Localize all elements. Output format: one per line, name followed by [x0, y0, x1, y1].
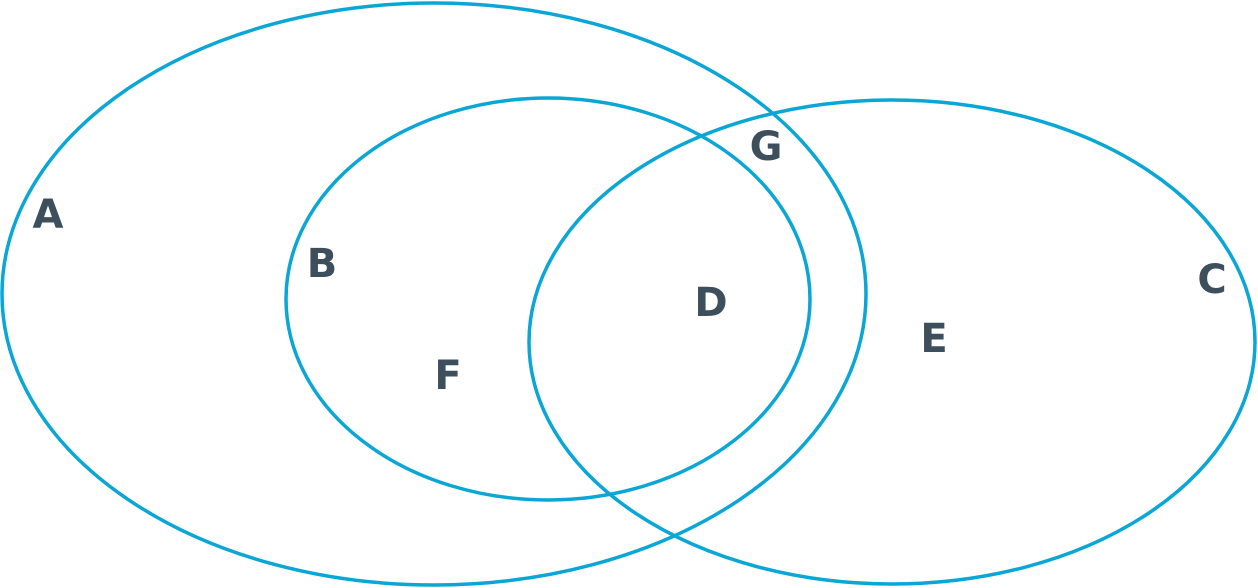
- set-c-label: C: [1197, 257, 1226, 303]
- region-d-label: D: [694, 280, 727, 326]
- set-c-ellipse: [527, 98, 1257, 586]
- region-e-label: E: [920, 316, 947, 362]
- region-g-label: G: [750, 124, 783, 170]
- set-b-label: B: [307, 241, 338, 287]
- set-b-ellipse: [284, 96, 812, 502]
- region-f-label: F: [434, 353, 461, 399]
- set-a-ellipse: [0, 1, 868, 587]
- set-a-label: A: [33, 192, 64, 238]
